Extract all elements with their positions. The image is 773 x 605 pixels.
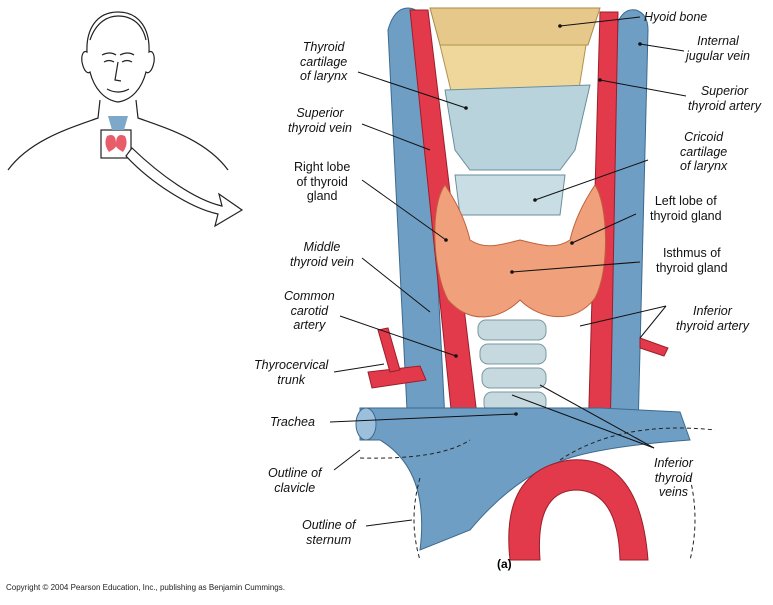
label-line: Left lobe of bbox=[654, 194, 717, 208]
label-cricoid-cartilage: Cricoid cartilage of larynx bbox=[680, 130, 727, 174]
label-superior-thyroid-artery: Superior thyroid artery bbox=[688, 84, 761, 113]
inset-arrow-icon bbox=[125, 147, 244, 228]
label-line: of larynx bbox=[680, 159, 728, 173]
label-line: Common bbox=[284, 289, 335, 303]
label-line: Internal bbox=[697, 34, 739, 48]
label-line: Right lobe bbox=[294, 160, 351, 174]
label-internal-jugular-vein: Internal jugular vein bbox=[686, 34, 750, 63]
thyrocervical-trunk bbox=[367, 365, 427, 389]
label-inferior-thyroid-veins: Inferior thyroid veins bbox=[654, 456, 693, 500]
label-middle-thyroid-vein: Middle thyroid vein bbox=[290, 240, 354, 269]
label-line: Middle bbox=[303, 240, 341, 254]
label-line: thyroid vein bbox=[290, 254, 354, 269]
label-isthmus: Isthmus of thyroid gland bbox=[656, 246, 728, 275]
label-line: clavicle bbox=[274, 480, 316, 495]
label-line: Superior bbox=[296, 106, 344, 120]
thyroid-cartilage bbox=[444, 84, 591, 171]
label-right-lobe: Right lobe of thyroid gland bbox=[294, 160, 350, 204]
neck-dissection bbox=[355, 7, 691, 561]
label-thyroid-cartilage: Thyroid cartilage of larynx bbox=[300, 40, 347, 84]
label-line: carotid bbox=[290, 303, 329, 318]
label-outline-clavicle: Outline of clavicle bbox=[268, 466, 322, 495]
label-outline-sternum: Outline of sternum bbox=[302, 518, 356, 547]
thyroid-gland bbox=[434, 184, 606, 318]
label-line: cartilage bbox=[680, 144, 728, 159]
panel-label: (a) bbox=[497, 557, 512, 571]
outline-dashes bbox=[359, 427, 716, 561]
label-line: sternum bbox=[306, 532, 352, 547]
label-line: artery bbox=[293, 318, 326, 332]
label-common-carotid: Common carotid artery bbox=[284, 289, 335, 333]
label-line: of thyroid bbox=[296, 174, 348, 189]
copyright-notice: Copyright © 2004 Pearson Education, Inc.… bbox=[6, 583, 285, 592]
hyoid-bone bbox=[429, 7, 601, 46]
label-line: cartilage bbox=[300, 54, 348, 69]
label-line: of larynx bbox=[300, 69, 348, 83]
label-line: thyroid vein bbox=[288, 120, 352, 135]
label-inferior-thyroid-artery: Inferior thyroid artery bbox=[676, 304, 749, 333]
label-line: trunk bbox=[277, 372, 306, 387]
brachiocephalic-vein bbox=[359, 407, 691, 551]
label-line: Isthmus of bbox=[662, 246, 721, 260]
label-superior-thyroid-vein: Superior thyroid vein bbox=[288, 106, 352, 135]
label-line: Cricoid bbox=[684, 130, 724, 144]
label-line: thyroid artery bbox=[676, 318, 749, 333]
label-line: Outline of bbox=[268, 466, 322, 480]
label-line: Inferior bbox=[654, 456, 693, 470]
label-line: gland bbox=[306, 189, 338, 203]
cricoid-cartilage bbox=[454, 174, 566, 216]
leader-lines bbox=[329, 16, 687, 527]
label-line: thyroid gland bbox=[650, 208, 722, 223]
label-hyoid-bone: Hyoid bone bbox=[644, 10, 708, 24]
label-line: thyroid artery bbox=[688, 98, 761, 113]
inset-larynx bbox=[108, 116, 128, 130]
inset-thyroid-lobes bbox=[105, 135, 127, 152]
label-line: Thyrocervical bbox=[254, 358, 329, 372]
aortic-arch bbox=[508, 459, 649, 561]
label-line: Thyroid bbox=[302, 40, 345, 54]
label-thyrocervical-trunk: Thyrocervical trunk bbox=[254, 358, 328, 387]
label-line: Superior bbox=[700, 84, 749, 98]
head-inset bbox=[7, 11, 229, 171]
label-line: Inferior bbox=[693, 304, 732, 318]
label-line: thyroid bbox=[654, 470, 693, 485]
label-line: thyroid gland bbox=[656, 260, 728, 275]
label-line: veins bbox=[658, 485, 689, 499]
leader-dots bbox=[444, 24, 642, 416]
label-line: jugular vein bbox=[686, 48, 750, 63]
label-line: Outline of bbox=[302, 518, 356, 532]
label-left-lobe: Left lobe of thyroid gland bbox=[650, 194, 722, 223]
inferior-thyroid-artery-left bbox=[639, 337, 669, 357]
label-trachea: Trachea bbox=[270, 415, 315, 429]
